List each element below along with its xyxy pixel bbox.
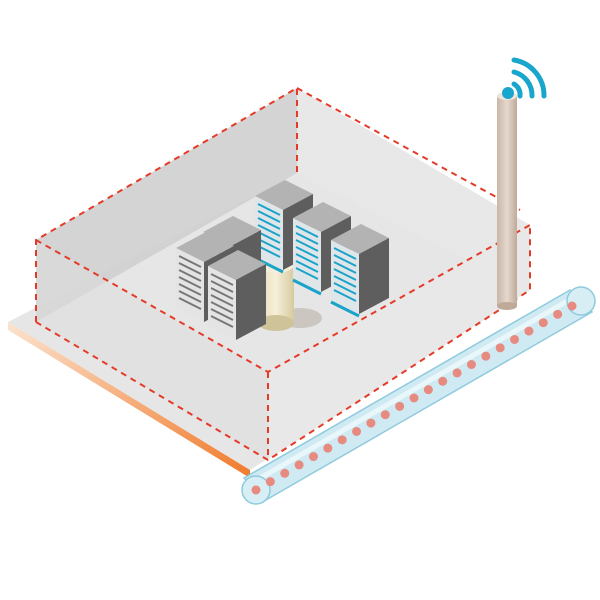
pipeline-dot — [481, 351, 491, 361]
server-rack-icon — [330, 224, 389, 318]
pipeline-icon — [241, 286, 596, 505]
wifi-icon — [502, 57, 547, 99]
equipment-group — [176, 180, 389, 340]
pipeline-dot — [452, 368, 462, 378]
pipeline-dot — [409, 393, 419, 403]
pipeline-dot — [380, 410, 390, 420]
pipeline-dot — [323, 443, 333, 453]
pipeline-dot — [495, 343, 505, 353]
front-walls — [36, 225, 530, 460]
antenna-tower-icon — [497, 92, 517, 310]
pipeline-dot — [265, 477, 275, 487]
server-rack-icon — [208, 250, 266, 340]
pipeline-dot — [510, 334, 520, 344]
security-perimeter — [35, 86, 531, 462]
pipeline-dot — [337, 435, 347, 445]
pipeline-dot — [251, 485, 261, 495]
pipeline-dot — [352, 426, 362, 436]
pipeline-dot — [423, 385, 433, 395]
pipeline-dots — [251, 301, 577, 495]
pipeline-dot — [538, 318, 548, 328]
pipeline-dot — [553, 309, 563, 319]
pipeline-dot — [567, 301, 577, 311]
pipeline-dot — [466, 360, 476, 370]
pipeline-dot — [294, 460, 304, 470]
pipeline-dot — [280, 468, 290, 478]
pipeline-dot — [308, 452, 318, 462]
back-walls — [36, 88, 530, 322]
pipeline-dot — [438, 376, 448, 386]
pipeline-dot — [366, 418, 376, 428]
pipeline-dot — [395, 401, 405, 411]
pipeline-dot — [524, 326, 534, 336]
